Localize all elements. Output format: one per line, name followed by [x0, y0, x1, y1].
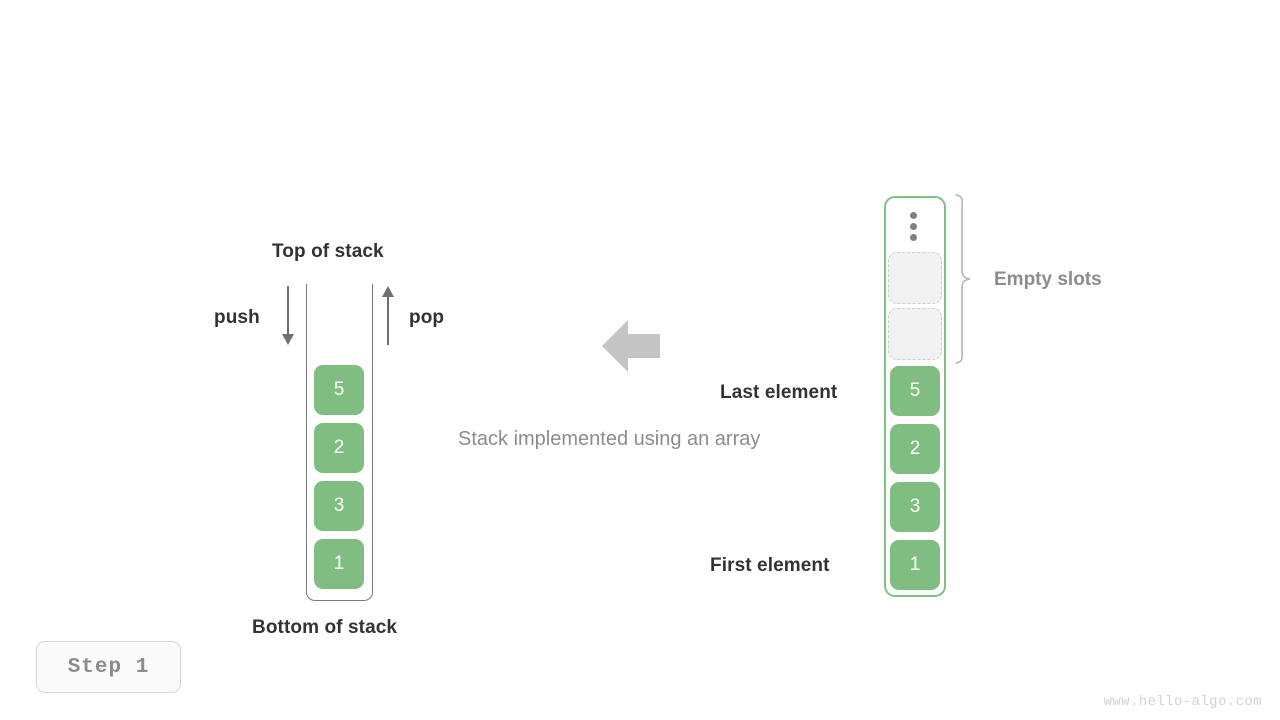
- empty-slots-brace: [953, 193, 973, 370]
- last-element-label: Last element: [720, 382, 838, 403]
- vertical-dots-icon: [910, 212, 918, 242]
- empty-slot: [888, 252, 942, 304]
- first-element-label: First element: [710, 555, 830, 576]
- bottom-of-stack-label: Bottom of stack: [252, 617, 398, 638]
- watermark: www.hello-algo.com: [1103, 694, 1262, 710]
- push-arrow-shaft: [287, 286, 290, 336]
- arrow-up-icon: [382, 286, 395, 297]
- arrow-left-icon: [602, 320, 660, 377]
- stack-cell: 2: [314, 423, 364, 473]
- step-badge: Step 1: [36, 641, 181, 693]
- empty-slot: [888, 308, 942, 360]
- figure-caption: Stack implemented using an array: [458, 428, 761, 450]
- top-of-stack-label: Top of stack: [272, 241, 384, 262]
- stack-container: 5 2 3 1: [306, 284, 373, 601]
- pop-arrow-shaft: [387, 295, 390, 345]
- push-label: push: [214, 307, 260, 328]
- stack-cell: 1: [314, 539, 364, 589]
- array-container: 5 2 3 1: [884, 196, 946, 597]
- array-cell: 3: [890, 482, 940, 532]
- stack-cell: 5: [314, 365, 364, 415]
- array-cell: 1: [890, 540, 940, 590]
- step-badge-label: Step 1: [67, 655, 150, 679]
- arrow-down-icon: [282, 334, 295, 345]
- stack-cell: 3: [314, 481, 364, 531]
- array-cell: 5: [890, 366, 940, 416]
- array-cell: 2: [890, 424, 940, 474]
- empty-slots-label: Empty slots: [994, 269, 1102, 290]
- pop-label: pop: [409, 307, 445, 328]
